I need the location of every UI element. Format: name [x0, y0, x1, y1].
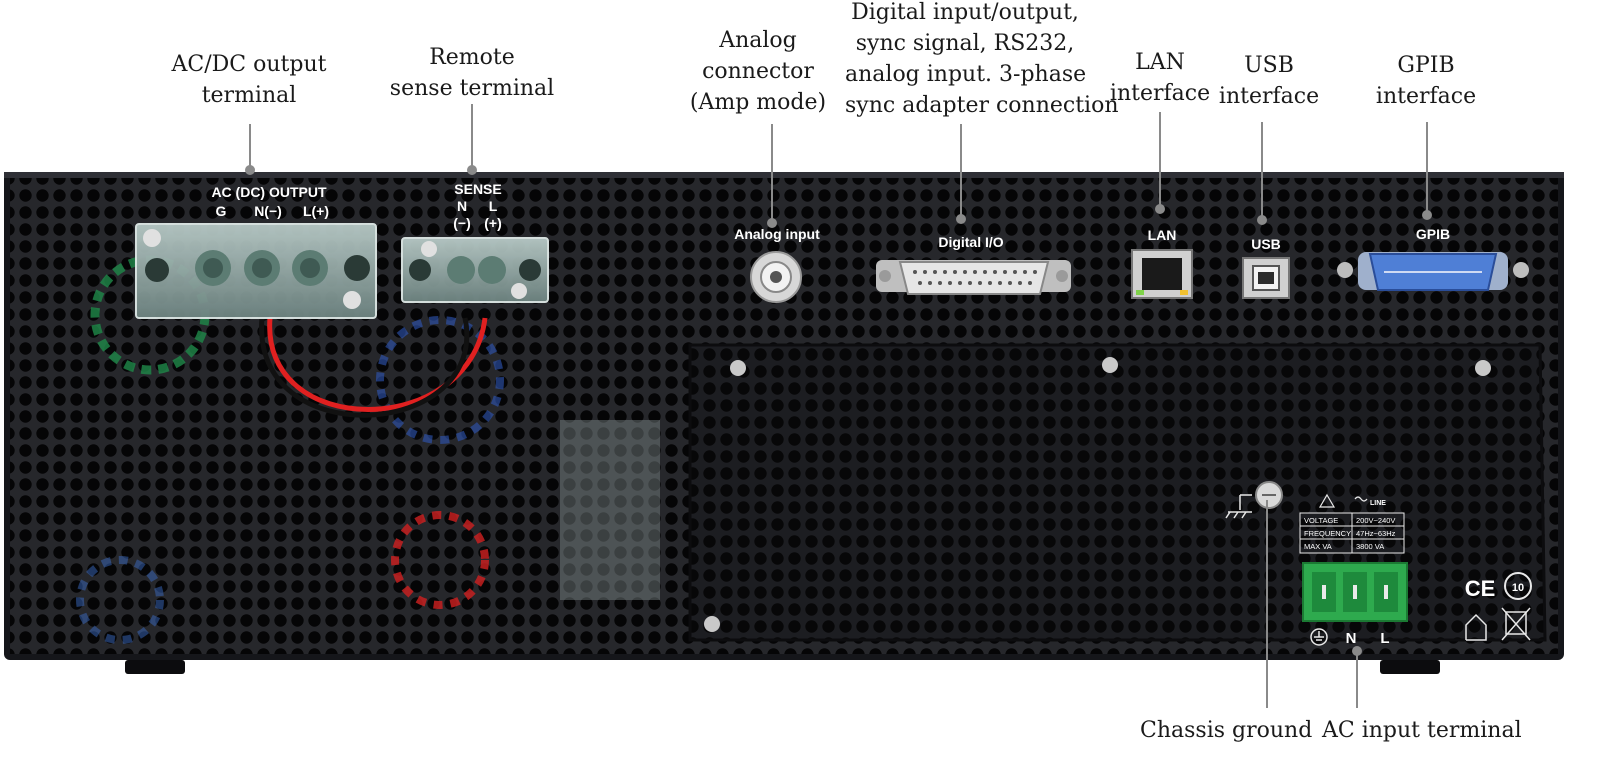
certification-marks [1310, 572, 1532, 646]
ground-symbol-icon [1225, 494, 1252, 519]
sense-wires [259, 317, 488, 418]
leader-dot-lan [1155, 204, 1165, 214]
callout-usb-interface: USB interface [1214, 50, 1324, 112]
leader-dot-ac-input [1352, 646, 1362, 656]
sense-n-sign: (−) [453, 215, 471, 231]
leader-dot-remote-sense [467, 165, 477, 175]
callout-lan-line2: interface [1109, 81, 1211, 106]
callout-analog-line1: Analog [719, 28, 797, 53]
leader-dot-digital-io [956, 214, 966, 224]
recycle-10-text: 10 [1512, 582, 1524, 594]
output-l-label: L(+) [303, 203, 329, 219]
callout-analog-line3: (Amp mode) [689, 90, 827, 115]
callout-gpib-line1: GPIB [1397, 53, 1455, 78]
leader-remote-sense [471, 104, 473, 170]
leader-gpib [1426, 122, 1428, 214]
callout-ac-input-terminal: AC input terminal [1322, 715, 1522, 746]
callout-remote-sense-terminal: Remote sense terminal [382, 42, 562, 104]
leader-dot-gpib [1422, 210, 1432, 220]
ce-mark: CE [1465, 576, 1496, 601]
callout-digital-io-line4: sync adapter connection [845, 93, 1119, 118]
warning-triangle-icon [1318, 493, 1336, 508]
rating-value-0: 200V~240V [1356, 516, 1395, 525]
ac-wave-icon [1354, 496, 1368, 502]
rating-label-1: FREQUENCY [1304, 529, 1351, 538]
callout-digital-io-line2: sync signal, RS232, [855, 31, 1075, 56]
callout-acdc-output-terminal: AC/DC output terminal [149, 49, 349, 111]
leader-dot-acdc-output [245, 165, 255, 175]
usb-port[interactable] [1242, 257, 1290, 299]
remote-sense-terminal-block[interactable] [401, 237, 549, 303]
callout-remote-sense-line2: sense terminal [389, 76, 555, 101]
callout-acdc-output-line1: AC/DC output [171, 52, 327, 77]
rating-value-2: 3800 VA [1356, 542, 1384, 551]
weee-bin-icon [1501, 607, 1531, 641]
ac-input-l-label: L [1380, 630, 1389, 647]
callout-digital-io: Digital input/output, sync signal, RS232… [845, 0, 1119, 121]
callout-digital-io-line1: Digital input/output, [851, 0, 1079, 25]
leader-dot-usb [1257, 215, 1267, 225]
output-n-label: N(−) [254, 203, 282, 219]
callout-chassis-ground-text: Chassis ground [1140, 718, 1313, 743]
gpib-panel-label: GPIB [1416, 226, 1450, 242]
leader-analog [771, 124, 773, 224]
callout-remote-sense-line1: Remote [429, 45, 515, 70]
chassis-ground-screw[interactable] [1255, 481, 1283, 509]
leader-chassis-ground [1266, 500, 1268, 708]
lan-panel-label: LAN [1148, 227, 1177, 243]
line-mark-label: LINE [1370, 500, 1386, 507]
digital-io-panel-label: Digital I/O [938, 234, 1003, 250]
sense-l-label: L [489, 198, 498, 214]
digital-io-dsub-connector[interactable] [876, 260, 1071, 295]
sense-n-label: N [457, 198, 467, 214]
leader-ac-input [1356, 650, 1358, 708]
analog-input-bnc-connector[interactable] [750, 251, 802, 303]
callout-gpib-interface: GPIB interface [1371, 50, 1481, 112]
indoor-use-icon [1465, 613, 1487, 641]
ac-dc-output-terminal-block[interactable] [135, 223, 377, 319]
ac-input-n-label: N [1346, 630, 1357, 647]
analog-input-panel-label: Analog input [734, 226, 820, 242]
usb-panel-label: USB [1251, 236, 1281, 252]
leader-lan [1159, 112, 1161, 208]
callout-usb-line1: USB [1244, 53, 1294, 78]
sense-block-title: SENSE [454, 181, 501, 197]
sense-l-sign: (+) [484, 215, 502, 231]
protective-earth-icon [1310, 628, 1328, 646]
callout-analog-connector: Analog connector (Amp mode) [678, 25, 838, 118]
callout-digital-io-line3: analog input. 3-phase [845, 62, 1087, 87]
callout-analog-line2: connector [702, 59, 814, 84]
recycle-10-icon [1504, 572, 1532, 600]
rating-value-1: 47Hz~63Hz [1356, 529, 1396, 538]
leader-usb [1261, 122, 1263, 220]
output-g-label: G [216, 203, 227, 219]
callout-usb-line2: interface [1218, 84, 1320, 109]
rating-table [1299, 493, 1405, 554]
gpib-port[interactable] [1337, 252, 1529, 291]
ac-input-terminal-block[interactable] [1302, 562, 1408, 622]
lan-port[interactable] [1131, 249, 1193, 299]
callout-lan-interface: LAN interface [1105, 47, 1215, 109]
callout-acdc-output-line2: terminal [201, 83, 297, 108]
callout-chassis-ground: Chassis ground [1140, 715, 1313, 746]
leader-dot-analog [767, 218, 777, 228]
callout-ac-input-text: AC input terminal [1322, 718, 1522, 743]
callout-gpib-line2: interface [1375, 84, 1477, 109]
leader-acdc-output [249, 124, 251, 170]
rating-label-0: VOLTAGE [1304, 516, 1338, 525]
callout-lan-line1: LAN [1135, 50, 1185, 75]
rating-label-2: MAX VA [1304, 542, 1332, 551]
output-block-title: AC (DC) OUTPUT [211, 184, 327, 200]
leader-digital-io [960, 124, 962, 220]
